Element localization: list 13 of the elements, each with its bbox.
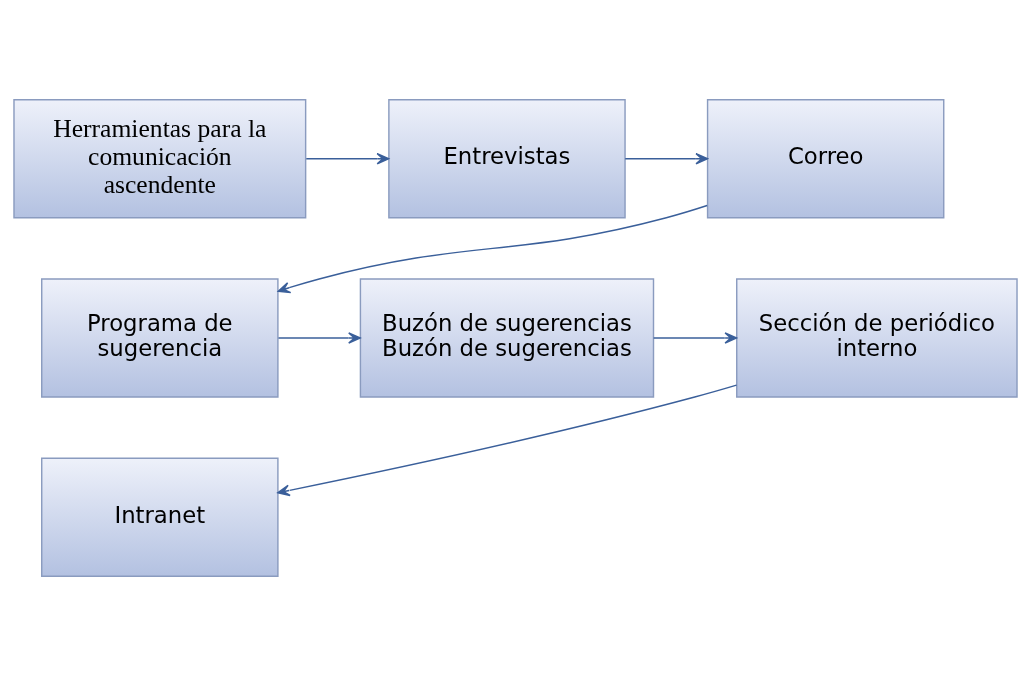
node-box: Correo	[706, 99, 945, 219]
arrow	[305, 152, 390, 165]
node-box: Sección de periódico interno	[736, 278, 1018, 398]
arrow	[624, 152, 709, 165]
node-box: Programa de sugerencia	[41, 278, 279, 398]
arrow	[652, 332, 738, 344]
arrow	[277, 204, 708, 294]
arrow	[277, 332, 361, 344]
node-box: Herramientas para la comunicación ascendente	[13, 99, 307, 219]
arrow	[277, 384, 738, 497]
node-box: Buzón de sugerencias Buzón de sugerencias	[359, 278, 655, 398]
node-box: Entrevistas	[388, 99, 626, 219]
node-box: Intranet	[41, 457, 279, 577]
